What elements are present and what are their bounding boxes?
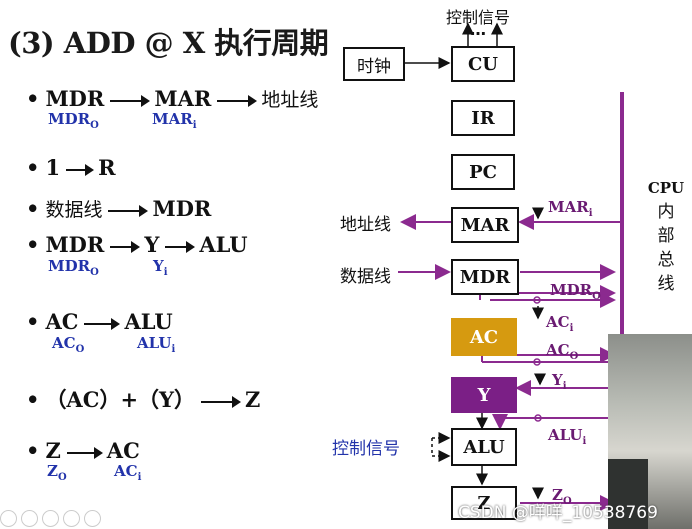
address-line-label: 地址线: [340, 215, 391, 235]
step-dst: Z: [245, 387, 261, 412]
arrow-icon: [108, 204, 149, 217]
step-src: Z: [45, 438, 61, 463]
zoom-icon[interactable]: [63, 510, 80, 527]
step-2: •1 R: [26, 155, 116, 180]
arrow-icon: [84, 317, 121, 330]
signal-y-i: Yi: [552, 371, 567, 392]
arrow-icon: [66, 163, 95, 176]
step-5: •AC ALU: [26, 309, 173, 334]
step-dst2: ALU: [199, 232, 248, 257]
bullet: •: [26, 438, 40, 463]
signal-z-out: ZO: [47, 462, 67, 483]
mdr-box: MDR: [451, 259, 519, 295]
signal-alu-i: ALUi: [548, 426, 587, 447]
ac-box: AC: [451, 318, 517, 356]
cpu-bus-label: CPU 内 部 总 线: [644, 176, 688, 296]
bullet: •: [26, 196, 40, 221]
step-1: •MDR MAR 地址线: [26, 85, 318, 112]
control-signal-left-label: 控制信号: [332, 439, 400, 459]
signal-z-o: ZO: [552, 486, 572, 507]
bullet: •: [26, 232, 40, 257]
mar-box: MAR: [451, 207, 519, 243]
bus-label-cpu: CPU: [647, 179, 685, 197]
step-src: 1: [45, 155, 61, 180]
step-src: MDR: [45, 86, 105, 111]
signal-y-in: Yi: [153, 257, 168, 278]
camera-overlay-image: [608, 334, 692, 529]
pen-icon[interactable]: [42, 510, 59, 527]
signal-ac-i: ACi: [546, 313, 574, 334]
player-controls[interactable]: [0, 510, 101, 529]
bus-label-char: 内: [657, 202, 675, 222]
bullet: •: [26, 155, 40, 180]
step-3: •数据线 MDR: [26, 195, 211, 222]
step-src: AC: [45, 309, 79, 334]
cu-box: CU: [451, 46, 515, 82]
more-icon[interactable]: [84, 510, 101, 527]
watermark: CSDN @咩咩_10538769: [458, 503, 658, 523]
bullet: •: [26, 86, 40, 111]
step-4: •MDR Y ALU: [26, 232, 248, 257]
bus-label-char: 部: [657, 226, 675, 246]
y-box: Y: [451, 377, 517, 413]
z-box: Z: [451, 486, 517, 520]
bullet: •: [26, 309, 40, 334]
dots-label: …: [470, 20, 486, 39]
step-7: •Z AC: [26, 438, 140, 463]
step-dst: ALU: [124, 309, 173, 334]
arrow-icon: [66, 446, 103, 459]
prev-icon[interactable]: [0, 510, 17, 527]
pc-box: PC: [451, 154, 515, 190]
signal-ac-o: ACO: [546, 341, 579, 362]
step-src: 数据线: [45, 199, 103, 221]
arrow-icon: [217, 94, 258, 107]
step-src: （AC）+（Y）: [45, 387, 196, 412]
step-dst: R: [98, 155, 116, 180]
ir-box: IR: [451, 100, 515, 136]
control-signal-top-label: 控制信号: [446, 8, 511, 27]
signal-ac-in: ACi: [114, 462, 142, 483]
clock-box: 时钟: [343, 47, 405, 81]
bullet: •: [26, 387, 40, 412]
signal-mdr-out: MDRO: [48, 257, 99, 278]
next-icon[interactable]: [21, 510, 38, 527]
step-dst2: 地址线: [261, 89, 319, 111]
step-dst: AC: [106, 438, 140, 463]
bus-label-char: 线: [657, 274, 675, 294]
signal-alu-in: ALUi: [137, 334, 176, 355]
arrow-icon: [165, 240, 196, 253]
step-dst: MAR: [154, 86, 212, 111]
slide-title: (3) ADD @ X 执行周期: [8, 26, 329, 60]
signal-mdr-o: MDRO: [550, 281, 601, 302]
step-dst: MDR: [152, 196, 212, 221]
bus-label-char: 总: [657, 250, 675, 270]
alu-box: ALU: [451, 428, 517, 466]
signal-mdr-out: MDRO: [48, 110, 99, 131]
arrow-icon: [110, 240, 141, 253]
signal-ac-out: ACO: [52, 334, 85, 355]
arrow-icon: [110, 94, 151, 107]
step-dst: Y: [144, 232, 160, 257]
arrow-icon: [201, 395, 242, 408]
step-6: •（AC）+（Y） Z: [26, 384, 260, 414]
data-line-label: 数据线: [340, 267, 391, 287]
signal-mar-in: MARi: [152, 110, 197, 131]
signal-mar-i: MARi: [548, 198, 593, 219]
step-src: MDR: [45, 232, 105, 257]
